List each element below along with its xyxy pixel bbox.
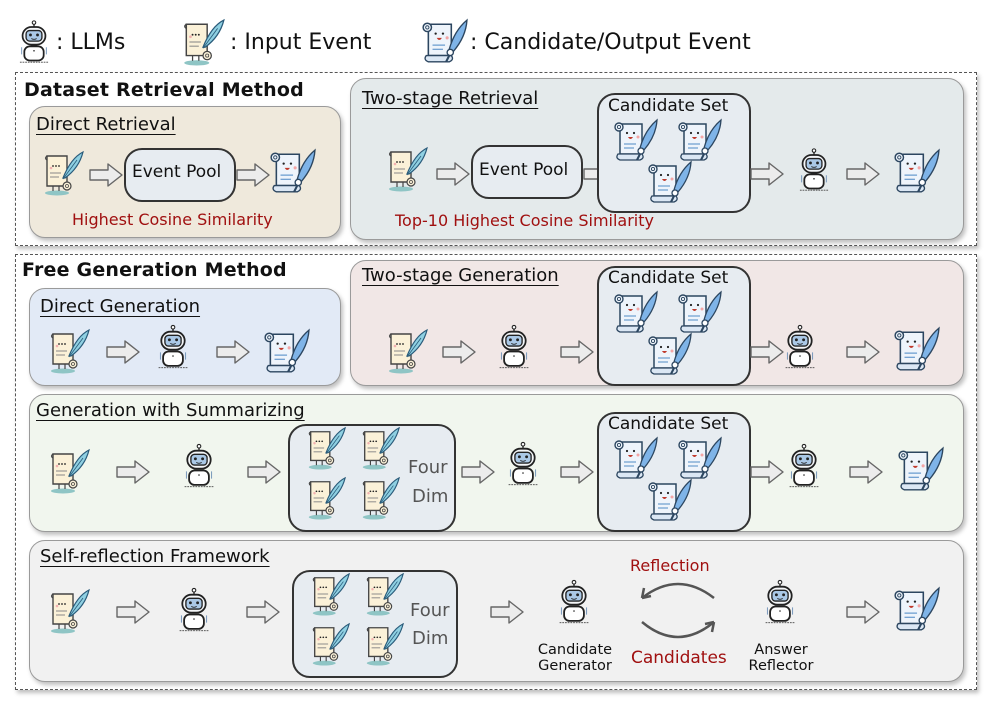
output-event-icon [646, 332, 692, 378]
input-event-icon [46, 328, 92, 374]
dim-label: Dim [412, 486, 449, 507]
candidate-generator-label-line1: Candidate [537, 642, 613, 658]
input-event-icon [46, 588, 92, 634]
llm-icon [796, 148, 832, 192]
arrow-icon [849, 460, 883, 484]
llm-icon [181, 442, 217, 490]
arrow-icon [216, 340, 250, 364]
output-event-icon [612, 436, 658, 482]
llm-icon [505, 440, 541, 488]
output-event-icon [892, 148, 940, 196]
input-event-icon [384, 328, 430, 374]
arrow-icon [442, 340, 476, 364]
input-event-icon [358, 476, 402, 520]
output-event-icon [896, 446, 944, 494]
output-event-icon [268, 148, 316, 196]
candidate-set-label: Candidate Set [608, 414, 729, 434]
output-event-icon [262, 328, 310, 376]
llm-icon [786, 442, 822, 490]
candidate-generator-label-line2: Generator [538, 658, 612, 674]
output-event-icon [612, 290, 658, 336]
output-event-icon [892, 326, 940, 374]
llm-icon [782, 323, 818, 371]
arrow-icon [490, 600, 524, 624]
direct-generation-title: Direct Generation [40, 296, 201, 317]
dim-label: Dim [412, 628, 449, 649]
llm-icon [176, 586, 212, 634]
candidate-generator-llm-icon [556, 578, 592, 626]
output-event-icon [646, 160, 692, 206]
arrow-icon [116, 460, 150, 484]
direct-retrieval-caption: Highest Cosine Similarity [72, 210, 273, 229]
input-event-icon [358, 426, 402, 470]
two-stage-retrieval-title: Two-stage Retrieval [362, 88, 539, 109]
arrow-icon [846, 340, 880, 364]
reflection-cycle-arrows-icon [640, 582, 716, 639]
output-event-icon [646, 478, 692, 524]
llm-icon [16, 20, 52, 64]
event-pool-label: Event Pool [132, 162, 222, 182]
arrow-icon [246, 600, 280, 624]
direct-retrieval-title: Direct Retrieval [36, 114, 176, 135]
four-label: Four [408, 457, 448, 478]
event-pool-label: Event Pool [479, 160, 569, 180]
arrow-icon [461, 460, 495, 484]
output-event-icon [420, 18, 468, 66]
output-event-icon [676, 436, 722, 482]
output-event-icon [892, 586, 940, 634]
input-event-icon [362, 622, 406, 666]
legend-input-label: : Input Event [230, 30, 372, 55]
legend-llm-label: : LLMs [56, 30, 126, 55]
input-event-icon [40, 150, 86, 196]
input-event-icon [308, 572, 352, 616]
summarizing-title: Generation with Summarizing [36, 400, 305, 421]
arrow-icon [846, 600, 880, 624]
two-stage-retrieval-caption: Top-10 Highest Cosine Similarity [395, 211, 654, 230]
arrow-icon [116, 600, 150, 624]
legend-output-label: : Candidate/Output Event [470, 30, 751, 55]
output-event-icon [676, 290, 722, 336]
four-label: Four [410, 600, 450, 621]
llm-icon [496, 323, 532, 371]
answer-reflector-label-line1: Answer [754, 642, 808, 658]
input-event-icon [304, 476, 348, 520]
answer-reflector-label-line2: Reflector [748, 658, 814, 674]
arrow-icon [436, 162, 470, 186]
answer-reflector-llm-icon [762, 578, 798, 626]
arrow-icon [560, 460, 594, 484]
arrow-icon [560, 340, 594, 364]
arrow-icon [89, 163, 123, 187]
arrow-icon [750, 460, 784, 484]
input-event-icon [180, 18, 226, 66]
candidate-generator-label: Candidate Generator [537, 642, 613, 674]
output-event-icon [676, 118, 722, 164]
arrow-icon [236, 163, 270, 187]
dataset-retrieval-title: Dataset Retrieval Method [24, 79, 304, 101]
arrow-icon [750, 162, 784, 186]
event-pool-box [124, 148, 236, 202]
input-event-icon [384, 146, 430, 192]
arrow-icon [247, 460, 281, 484]
llm-icon [155, 323, 191, 371]
input-event-icon [304, 426, 348, 470]
input-event-icon [308, 622, 352, 666]
self-reflection-title: Self-reflection Framework [40, 546, 270, 567]
candidates-label: Candidates [631, 648, 727, 668]
free-generation-title: Free Generation Method [22, 259, 287, 281]
arrow-icon [106, 340, 140, 364]
output-event-icon [612, 118, 658, 164]
input-event-icon [362, 572, 406, 616]
candidate-set-label: Candidate Set [608, 96, 729, 116]
reflection-label: Reflection [630, 556, 710, 575]
candidate-set-label: Candidate Set [608, 268, 729, 288]
event-pool-box [471, 145, 583, 199]
answer-reflector-label: Answer Reflector [745, 642, 817, 674]
two-stage-generation-title: Two-stage Generation [362, 265, 559, 286]
arrow-icon [750, 340, 784, 364]
arrow-icon [846, 162, 880, 186]
input-event-icon [46, 448, 92, 494]
